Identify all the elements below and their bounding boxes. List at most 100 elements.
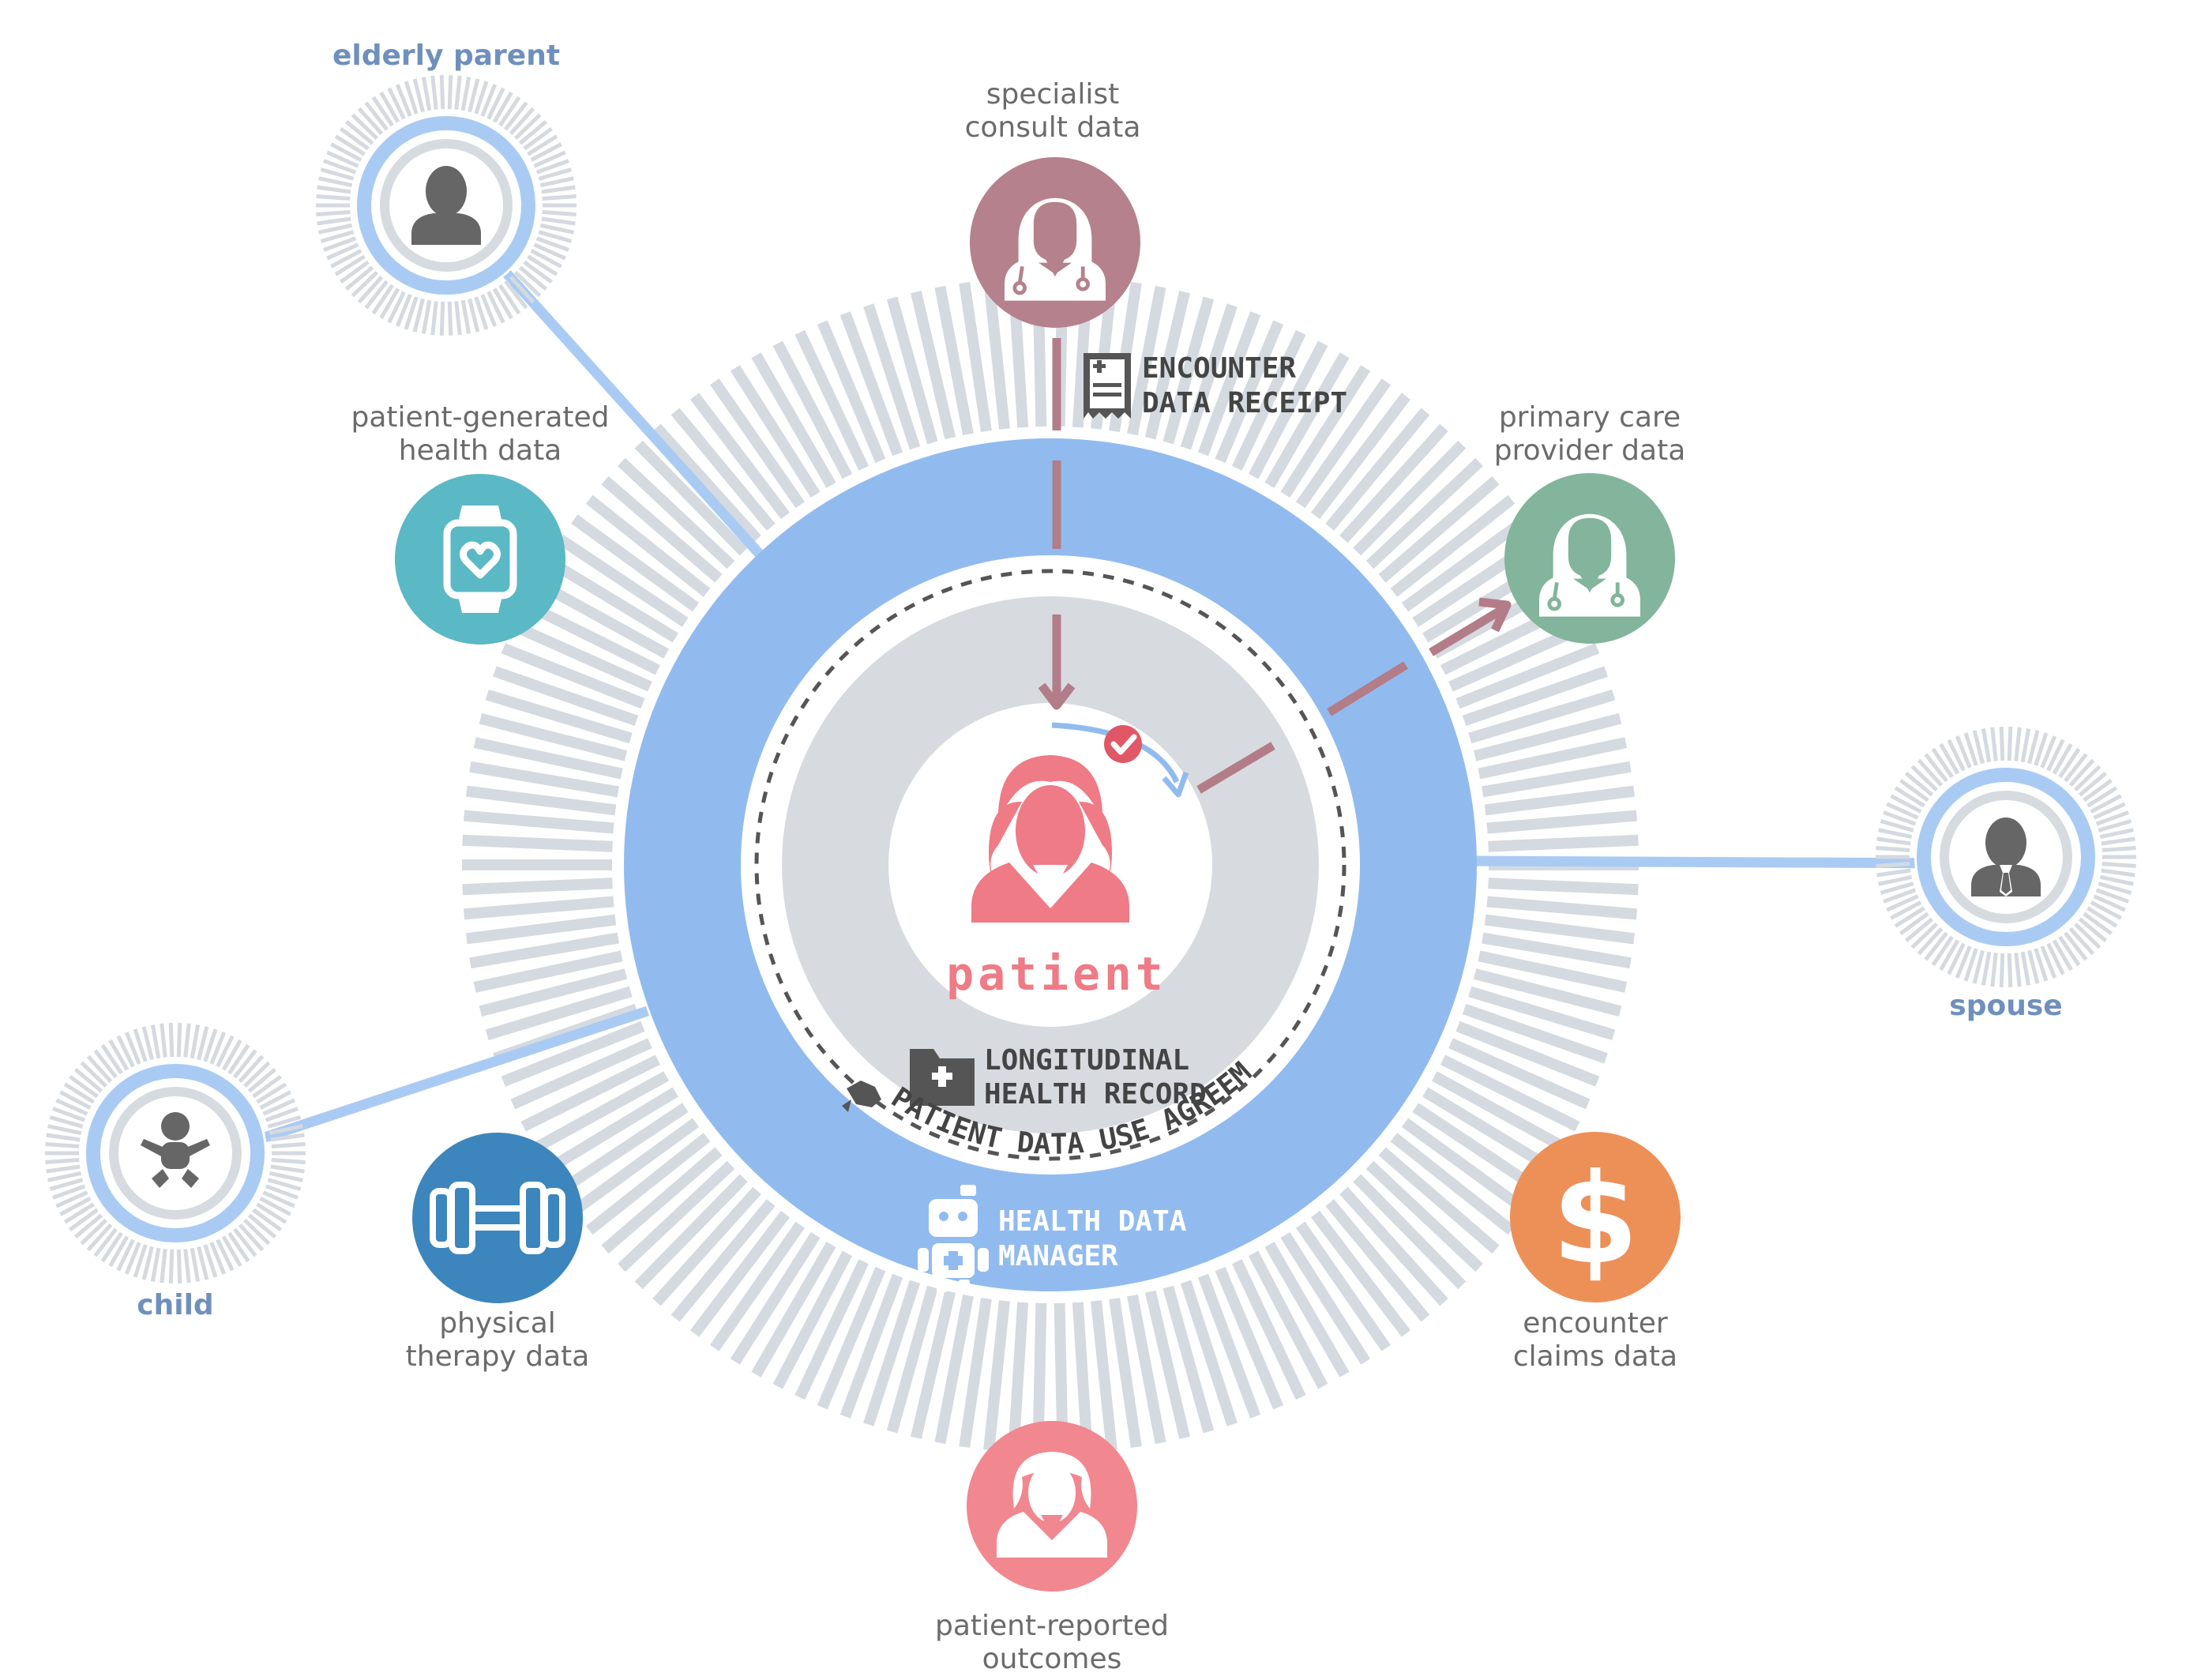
hatch-tick [509, 107, 535, 136]
hatch-tick [689, 393, 791, 520]
hatch-tick [479, 712, 628, 761]
hatch-tick [689, 1210, 791, 1337]
hatch-tick [465, 914, 617, 945]
hatch-tick [541, 185, 576, 194]
hatch-tick [1939, 939, 1960, 972]
child-label: child [137, 1289, 213, 1321]
hatch-tick [265, 1184, 299, 1200]
hatch-tick [1484, 914, 1636, 945]
hatch-tick [1482, 932, 1632, 969]
hatch-tick [247, 1068, 277, 1093]
consent-arrow-head [1162, 771, 1189, 798]
hatch-tick [1295, 1221, 1391, 1351]
hatch-tick [533, 150, 566, 168]
hatch-tick [334, 134, 366, 156]
hatch-tick [439, 75, 445, 110]
hatch-tick [1899, 911, 1929, 936]
hatch-tick [460, 299, 471, 334]
hatch-tick [2007, 727, 2013, 761]
hatch-tick [504, 101, 528, 131]
hatch-tick [1109, 1298, 1142, 1449]
hatch-tick [1353, 1174, 1467, 1290]
hatch-tick [501, 1020, 645, 1087]
hatch-tick [1917, 758, 1944, 787]
hatch-tick [1180, 1280, 1238, 1426]
hatch-tick [1876, 845, 1910, 852]
hatch-tick [2074, 922, 2101, 949]
hatch-tick [557, 534, 689, 627]
hatch-tick [454, 75, 462, 110]
person-icon [411, 166, 481, 245]
hatch-tick [1390, 1133, 1516, 1235]
hatch-tick [49, 1115, 84, 1129]
hatch-tick [1990, 953, 1998, 987]
hatch-tick [538, 167, 573, 181]
hatch-tick [772, 340, 853, 479]
hatch-tick [1939, 742, 1960, 775]
hatch-tick [269, 1124, 303, 1136]
hatch-tick [2007, 953, 2013, 987]
claims-line2: claims data [1513, 1340, 1677, 1373]
hatch-tick [197, 1026, 209, 1061]
hatch-tick [474, 296, 489, 330]
hatch-tick [886, 1285, 938, 1434]
hatch-tick [412, 298, 425, 333]
hatch-tick [670, 1199, 776, 1322]
hatch-tick [49, 1178, 84, 1191]
hatch-tick [541, 216, 576, 226]
hatch-tick [2093, 802, 2126, 820]
hatch-tick [2099, 828, 2134, 840]
hatch-tick [652, 423, 761, 543]
hatch-tick [2098, 881, 2132, 895]
hatch-tick [52, 1107, 86, 1122]
hatch-tick [1401, 514, 1530, 612]
hatch-tick [379, 288, 400, 320]
hatch-tick [238, 1223, 265, 1252]
hatch-tick [498, 96, 521, 127]
hatch-tick [1894, 786, 1925, 808]
source-specialist: specialist consult data [965, 78, 1141, 328]
hatch-tick [93, 1049, 118, 1079]
hatch-tick [2052, 939, 2073, 972]
hatch-tick [1422, 1087, 1557, 1174]
hatch-tick [1876, 862, 1910, 869]
hatch-tick [1468, 689, 1616, 744]
hatch-tick [2020, 728, 2031, 763]
hatch-tick [1473, 712, 1622, 761]
hatch-tick [730, 365, 821, 498]
hatch-tick [256, 1082, 287, 1104]
hatch-tick [934, 285, 974, 436]
hatch-tick [2101, 836, 2135, 846]
hatch-tick [183, 1249, 191, 1283]
check-badge-icon [1104, 725, 1142, 763]
hatch-tick [316, 194, 351, 201]
physical-therapy-line2: therapy data [406, 1340, 590, 1373]
hatch-tick [1880, 881, 1914, 895]
hatch-tick [1215, 1266, 1284, 1410]
hatch-tick [510, 620, 652, 692]
hatch-tick [270, 1164, 305, 1174]
hatch-tick [504, 280, 528, 310]
hatch-tick [63, 1202, 95, 1224]
hatch-tick [462, 878, 613, 896]
specialist-line2: consult data [965, 111, 1141, 144]
hatch-tick [133, 1244, 148, 1278]
hatch-tick [634, 440, 748, 556]
hatch-tick [1231, 329, 1306, 471]
hatch-tick [530, 249, 562, 269]
hatch-tick [531, 1071, 670, 1154]
hatch-tick [320, 230, 355, 243]
hatch-tick [1999, 953, 2005, 987]
hatch-tick [45, 1158, 80, 1165]
hatch-tick [1468, 986, 1616, 1041]
hatch-tick [2078, 917, 2108, 942]
hatch-tick [269, 1171, 303, 1182]
family-child: child [45, 1023, 306, 1321]
hatch-tick [317, 185, 351, 194]
hatch-tick [539, 176, 574, 188]
source-encounter-claims: $ encounter claims data [1510, 1132, 1681, 1373]
hatch-tick [1478, 950, 1628, 993]
hatch-tick [2093, 894, 2126, 912]
robot-icon [918, 1185, 989, 1292]
